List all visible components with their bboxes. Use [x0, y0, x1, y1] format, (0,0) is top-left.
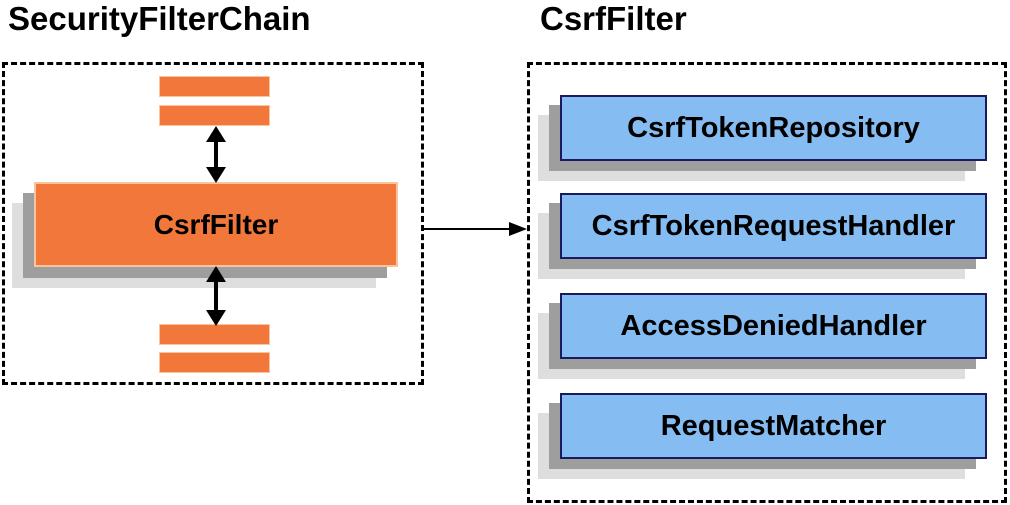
component-box-access-denied-handler: AccessDeniedHandler — [560, 293, 987, 359]
component-box-csrf-token-repository: CsrfTokenRepository — [560, 95, 987, 161]
security-filter-chain-title: SecurityFilterChain — [8, 0, 311, 37]
security-filter-chain-group-box — [2, 62, 424, 385]
component-label: RequestMatcher — [660, 409, 887, 442]
csrf-filter-title: CsrfFilter — [540, 0, 687, 37]
component-box-csrf-token-request-handler: CsrfTokenRequestHandler — [560, 193, 987, 259]
component-label: CsrfTokenRequestHandler — [591, 209, 956, 242]
filter-placeholder-bar — [159, 76, 270, 97]
filter-placeholder-bar — [159, 352, 270, 373]
arrow-right-icon — [424, 222, 527, 236]
component-label: CsrfTokenRepository — [627, 111, 920, 144]
csrf-filter-box-label: CsrfFilter — [153, 208, 279, 240]
csrf-filter-group-box — [527, 62, 1007, 503]
filter-placeholder-bar — [159, 324, 270, 345]
filter-placeholder-bar — [159, 105, 270, 126]
component-box-request-matcher: RequestMatcher — [560, 393, 987, 459]
csrf-filter-box: CsrfFilter — [34, 182, 398, 267]
component-label: AccessDeniedHandler — [620, 309, 927, 342]
double-arrow-icon — [206, 266, 226, 326]
double-arrow-icon — [206, 126, 226, 183]
